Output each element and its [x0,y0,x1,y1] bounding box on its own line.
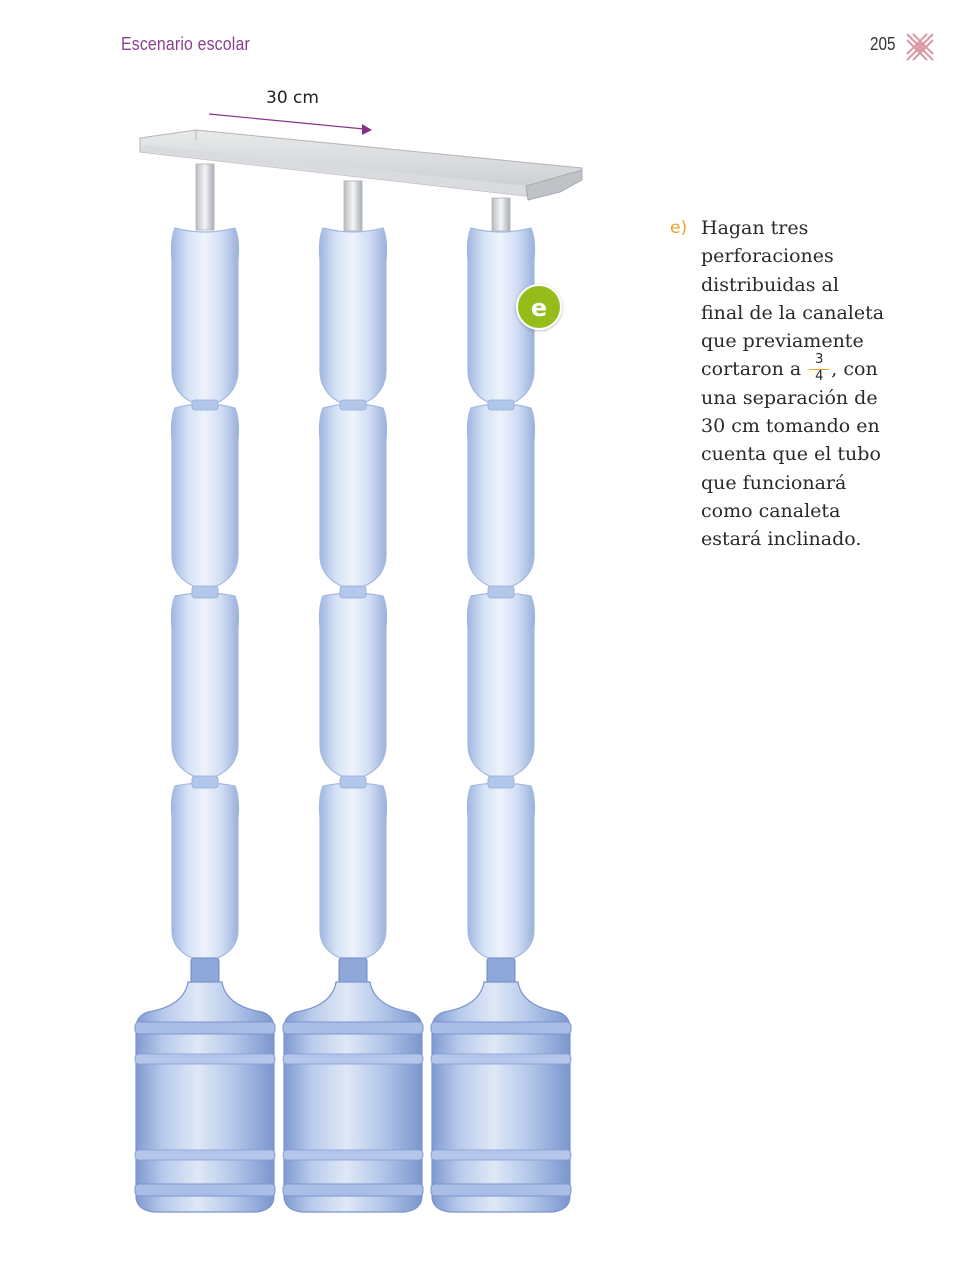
gutter-channel [139,129,583,201]
instruction-line: que funcionará [701,471,847,494]
decorative-emblem-icon [906,33,934,61]
instruction-line: Hagan tres [701,217,809,239]
fraction-prefix: cortaron a [701,358,808,381]
dimension-arrow [208,113,372,135]
instruction-line: 30 cm tomando en [701,415,880,438]
instruction-line: cuenta que el tubo [701,443,881,466]
instruction-text: Hagan tres perforaciones distribuidas al… [701,214,916,554]
fraction-denominator: 4 [815,369,824,385]
fraction-numerator: 3 [815,352,824,368]
section-title: Escenario escolar [121,34,250,54]
dimension-label: 30 cm [266,88,319,108]
bottle-column [134,227,276,1213]
page-number: 205 [870,34,896,54]
instruction-line: estará inclinado. [701,528,862,551]
step-badge: e [516,284,562,330]
instruction-line: como canaleta [701,499,841,522]
list-marker: e) [670,218,688,238]
connector-pipes [195,163,511,232]
fraction-bar [809,369,830,371]
instruction-line: perforaciones [701,245,834,268]
fraction-suffix: , con [831,358,878,381]
instruction-line: una separación de [701,386,878,409]
instruction-line: final de la canaleta [701,301,885,324]
instruction-line: que previamente [701,330,864,353]
instruction-line: distribuidas al [701,273,839,296]
